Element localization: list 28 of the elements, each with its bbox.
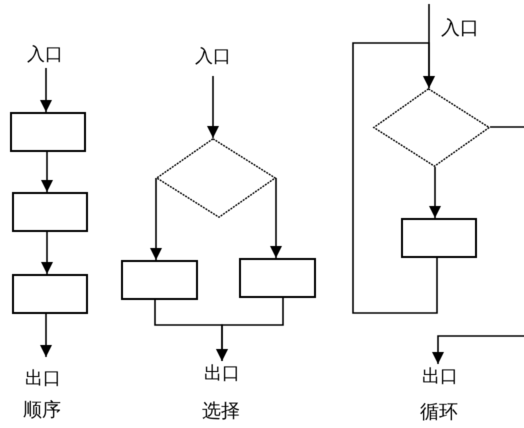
arrow — [352, 42, 438, 314]
structure-caption: 选择 — [202, 400, 240, 422]
process-box — [12, 274, 88, 314]
arrow — [40, 68, 52, 112]
arrow — [41, 152, 53, 192]
terminal-label: 出口 — [202, 363, 242, 385]
terminal-label: 入口 — [441, 17, 479, 39]
arrow — [40, 314, 52, 357]
decision-diamond — [373, 88, 490, 167]
arrow — [432, 126, 524, 364]
arrow — [41, 232, 53, 274]
arrow — [207, 76, 219, 138]
process-box — [121, 260, 198, 300]
process-box — [401, 218, 477, 258]
terminal-label: 出口 — [420, 366, 460, 388]
arrow — [216, 298, 284, 361]
process-box — [239, 258, 316, 298]
arrow — [270, 178, 282, 258]
decision-diamond — [156, 138, 276, 218]
process-box — [12, 192, 88, 232]
terminal-label: 入口 — [25, 44, 65, 66]
terminal-label: 出口 — [23, 368, 63, 390]
structure-caption: 顺序 — [23, 399, 61, 421]
terminal-label: 入口 — [193, 46, 233, 68]
arrow — [150, 178, 162, 260]
structure-caption: 循环 — [420, 401, 458, 423]
arrow — [429, 167, 441, 218]
process-box — [10, 112, 86, 152]
